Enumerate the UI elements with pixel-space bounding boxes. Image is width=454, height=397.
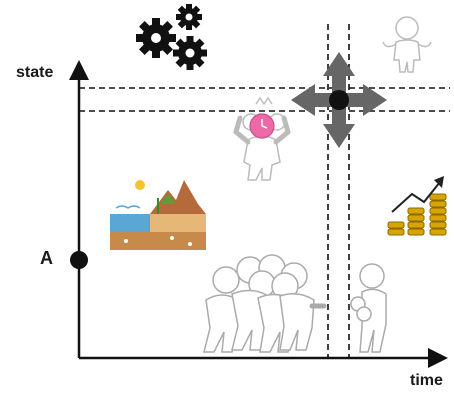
point-a-label: A bbox=[40, 248, 53, 268]
stickman-holding-clock-icon bbox=[233, 96, 291, 181]
point-a-marker bbox=[70, 251, 88, 269]
stickman-shrugging-icon bbox=[382, 16, 432, 73]
move-arrows-icon bbox=[291, 52, 387, 148]
rising-coins-chart-icon bbox=[387, 176, 447, 236]
landscape-cross-section-icon bbox=[110, 180, 206, 250]
x-axis-label: time bbox=[410, 372, 443, 389]
crowd-pushing-icon bbox=[203, 254, 327, 353]
y-axis-label: state bbox=[16, 64, 54, 81]
stickman-boxing-icon bbox=[350, 263, 387, 353]
gears-icon bbox=[136, 4, 207, 70]
dashed-guides bbox=[79, 24, 450, 358]
